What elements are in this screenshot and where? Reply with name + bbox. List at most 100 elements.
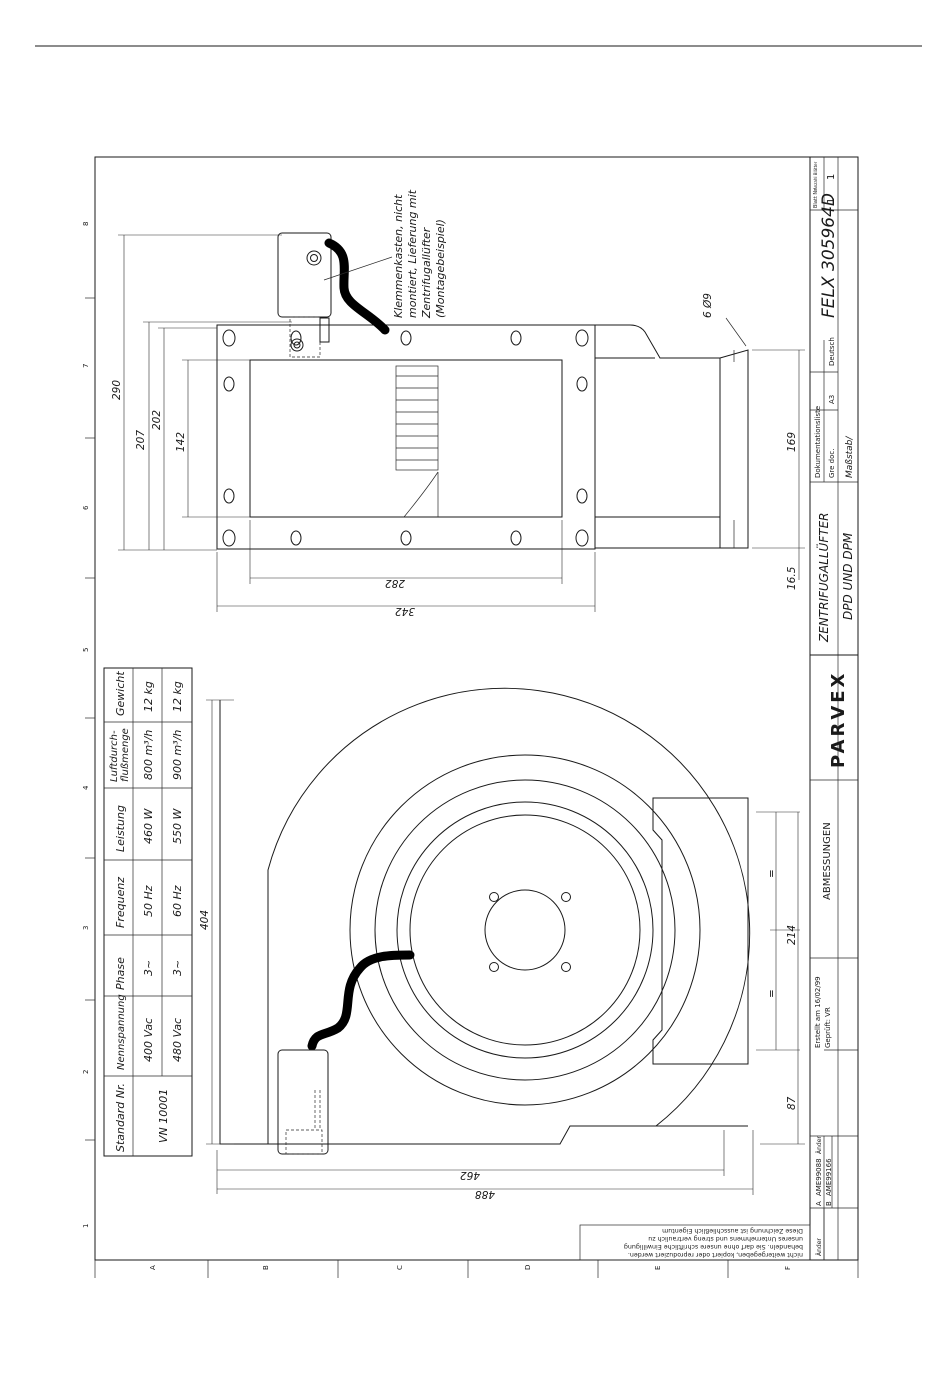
grid-letter: F xyxy=(784,1266,792,1270)
dim-142: 142 xyxy=(175,432,187,452)
title-line-2: DPD UND DPM xyxy=(841,532,855,620)
grid-number: 3 xyxy=(82,926,90,930)
table-cell: 12 kg xyxy=(142,681,155,712)
table-cell: 3~ xyxy=(142,960,155,976)
revision-rev: B xyxy=(825,1201,833,1206)
volute-housing xyxy=(267,687,751,1144)
terminal-box-note: Klemmenkasten, nicht xyxy=(392,194,405,318)
dim-214: 214 xyxy=(786,925,798,945)
table-cell: 50 Hz xyxy=(142,885,155,917)
dim-equal: = xyxy=(766,869,778,878)
drawing-frame xyxy=(94,156,859,1261)
terminal-box-front xyxy=(277,1049,329,1155)
motor-housing xyxy=(595,324,749,549)
terminal-box-note: Zentrifugallüfter xyxy=(420,226,433,319)
flange xyxy=(216,324,596,550)
subject: ABMESSUNGEN xyxy=(822,822,833,900)
front-view: 404 462 488 214 87 = = xyxy=(199,687,805,1200)
dim-462: 462 xyxy=(460,1169,480,1181)
company-logo: PARVEX xyxy=(828,671,849,768)
change-label: Änder xyxy=(816,1136,823,1154)
scale-label: Maßstab/ xyxy=(845,436,855,478)
dim-16-5: 16.5 xyxy=(786,566,798,590)
holes-leader xyxy=(725,317,747,347)
sheet-count: 1 xyxy=(826,174,837,180)
table-header-airflow: Luftdurch- xyxy=(109,730,120,782)
table-header-frequency: Frequenz xyxy=(114,877,127,928)
table-header-phase: Phase xyxy=(114,957,127,990)
motor-mount xyxy=(652,797,749,1065)
leader-line xyxy=(323,256,393,281)
impeller-ring xyxy=(396,801,654,1059)
drawing-number: FELX 305964D xyxy=(819,193,839,318)
grid-number: 6 xyxy=(82,505,90,510)
table-cell: 800 m³/h xyxy=(142,730,155,780)
table-cell: 12 kg xyxy=(171,681,184,712)
table-standard-nr: VN 10001 xyxy=(157,1089,170,1143)
flange-holes xyxy=(222,329,589,547)
table-header-airflow: flußmenge xyxy=(120,728,131,782)
front-dimensions xyxy=(206,699,805,1195)
side-view: Klemmenkasten, nicht montiert, Lieferung… xyxy=(111,189,805,617)
table-cell: 550 W xyxy=(171,808,184,844)
impeller-fins xyxy=(395,365,439,518)
grid-number: 2 xyxy=(82,1070,90,1074)
table-cell: 460 W xyxy=(142,808,155,844)
grid-letter: A xyxy=(149,1265,157,1270)
grid-letter: E xyxy=(654,1266,662,1270)
dim-207: 207 xyxy=(135,430,147,450)
grid-number: 7 xyxy=(82,364,90,368)
terminal-box-note: montiert, Lieferung mit xyxy=(406,189,419,318)
dim-342: 342 xyxy=(395,605,415,617)
table-cell: 400 Vac xyxy=(142,1018,155,1062)
grid-letter: B xyxy=(262,1265,270,1270)
table-header-weight: Gewicht xyxy=(114,671,127,716)
impeller-ring xyxy=(409,814,641,1046)
data-table: Standard Nr. Nennspannung Phase Frequenz… xyxy=(103,667,193,1157)
dim-282: 282 xyxy=(385,577,405,589)
format-label: Gre doc. xyxy=(828,449,836,478)
doc-list-label: Dokumentationsliste xyxy=(814,406,822,478)
flange-opening xyxy=(249,359,563,518)
checked-by: Geprüft: VR xyxy=(824,1007,832,1048)
dim-202: 202 xyxy=(151,410,163,430)
table-cell: 480 Vac xyxy=(171,1018,184,1062)
grid-number: 1 xyxy=(82,1224,90,1228)
dim-equal: = xyxy=(766,989,778,998)
sheet-label: Blatt Nr. xyxy=(813,187,819,208)
grid-letter: D xyxy=(524,1265,532,1270)
side-dimensions xyxy=(118,234,805,612)
table-header-voltage: Nennspannung xyxy=(116,994,127,1070)
format-value: A3 xyxy=(828,395,836,404)
holes-label: 6 Ø9 xyxy=(702,293,714,318)
dim-169: 169 xyxy=(786,432,798,452)
table-header-standard: Standard Nr. xyxy=(114,1083,127,1152)
terminal-box-note: (Montagebeispiel) xyxy=(434,219,447,318)
copyright-line: unseres Unternehmens und streng vertraul… xyxy=(648,1235,803,1242)
table-header-power: Leistung xyxy=(114,805,127,852)
grid-number: 4 xyxy=(82,785,90,790)
created-date: Erstellt am 16/02/99 xyxy=(814,976,822,1048)
dim-290: 290 xyxy=(111,380,123,400)
dim-488: 488 xyxy=(475,1188,495,1200)
grid-number: 5 xyxy=(82,648,90,652)
title-line-1: ZENTRIFUGALLÜFTER xyxy=(815,513,831,644)
table-cell: 900 m³/h xyxy=(171,730,184,780)
impeller-ring xyxy=(349,754,701,1106)
revision-ref: AME99088 xyxy=(815,1158,823,1196)
grid-number: 8 xyxy=(82,222,90,226)
hub-bolts xyxy=(489,892,571,972)
table-cell: 3~ xyxy=(171,960,184,976)
copyright-line: Diese Zeichnung ist ausschließlich Eigen… xyxy=(662,1227,803,1234)
title-block: FELX 305964D Blatt Nr. Anzahl Blätter 1 … xyxy=(579,157,858,1261)
grid-letter: C xyxy=(396,1265,404,1270)
change-label: Änder xyxy=(816,1238,823,1256)
dim-404: 404 xyxy=(199,910,211,930)
revision-ref: AME99166 xyxy=(825,1158,833,1196)
terminal-box xyxy=(277,232,390,358)
cable xyxy=(307,950,415,1051)
grid-ticks xyxy=(85,297,859,1278)
copyright-line: nicht weitergegeben, kopiert oder reprod… xyxy=(628,1251,803,1258)
revision-rev: A xyxy=(815,1201,823,1206)
